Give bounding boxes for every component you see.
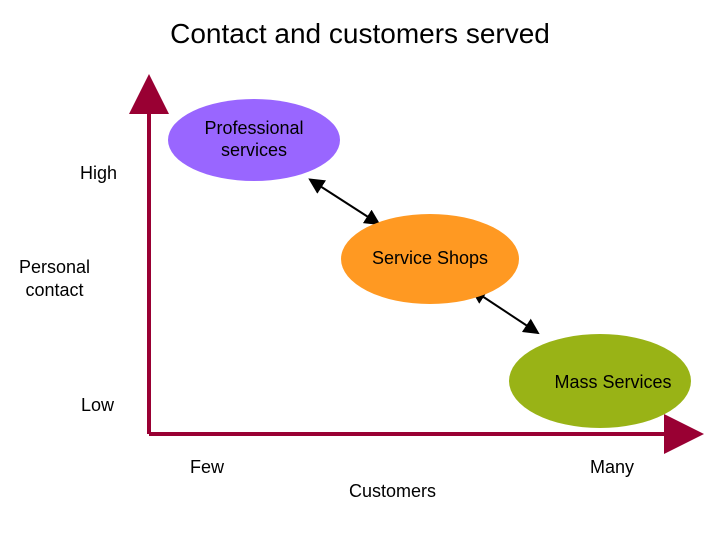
x-many-label: Many [590,457,635,477]
node-service-shops-label: Service Shops [371,248,489,269]
node-mass-services: Mass Services [509,334,691,428]
x-axis-title: Customers [349,481,437,501]
node-professional-services: Professional services [168,99,340,181]
y-axis-title: Personal contact [19,257,91,300]
node-service-shops: Service Shops [341,214,519,304]
y-high-label: High [80,163,118,183]
diagram-title: Contact and customers served [170,18,550,49]
arrow-shops-to-mass [470,288,540,335]
node-mass-services-label: Mass Services [554,372,672,393]
x-few-label: Few [190,457,225,477]
node-professional-services-label: Professional services [204,118,304,160]
y-low-label: Low [81,395,115,415]
arrow-professional-to-shops [308,178,381,226]
